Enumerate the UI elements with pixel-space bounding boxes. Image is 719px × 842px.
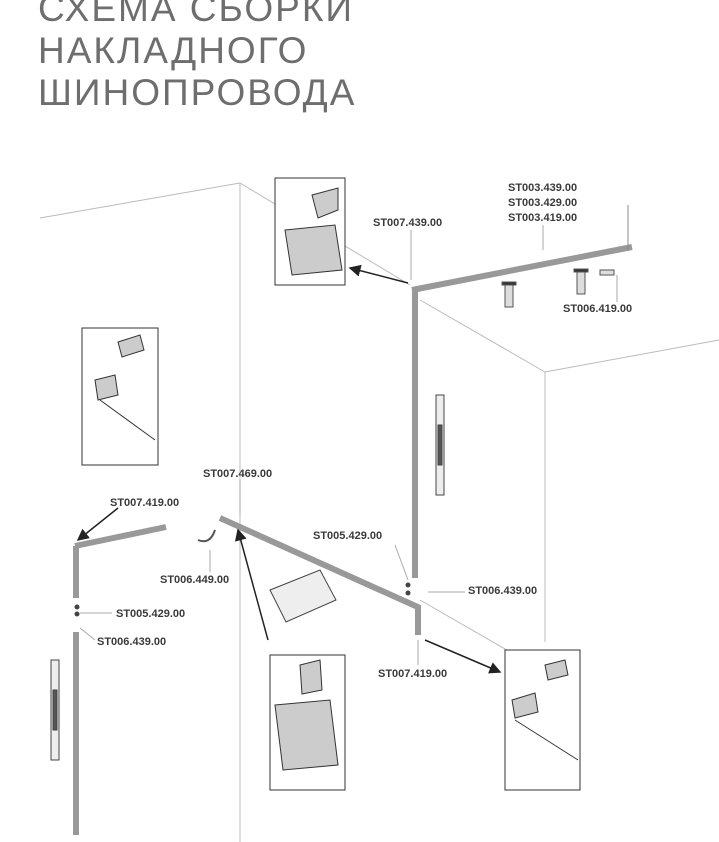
inset-details <box>94 187 579 771</box>
label-st005-429-right: ST005.429.00 <box>313 530 383 542</box>
label-st005-429-left: ST005.429.00 <box>116 608 186 620</box>
label-st007-419-bottom: ST007.419.00 <box>378 668 448 680</box>
title-line-1: СХЕМА СБОРКИ <box>38 0 354 29</box>
inset-right <box>504 649 581 791</box>
track-middle <box>218 515 422 635</box>
label-st003-419: ST003.419.00 <box>508 212 578 224</box>
spotlights <box>501 268 615 308</box>
leader-lines <box>79 225 618 665</box>
arrows <box>76 264 502 674</box>
label-st006-419: ST006.419.00 <box>563 303 633 315</box>
label-st006-439-left: ST006.439.00 <box>97 636 167 648</box>
label-st003-429: ST003.429.00 <box>508 197 578 209</box>
track-top <box>411 205 633 578</box>
connectors <box>74 529 411 617</box>
label-st007-469: ST007.469.00 <box>203 468 273 480</box>
pendant-fixtures <box>50 394 445 761</box>
track-left-corner <box>73 524 167 835</box>
page-title: СХЕМА СБОРКИ НАКЛАДНОГО ШИНОПРОВОДА <box>38 0 356 114</box>
label-st006-439-right: ST006.439.00 <box>468 585 538 597</box>
title-line-3: ШИНОПРОВОДА <box>38 72 357 113</box>
label-st007-419-left: ST007.419.00 <box>110 497 180 509</box>
label-st006-449: ST006.449.00 <box>160 574 230 586</box>
label-st003-439: ST003.439.00 <box>508 182 578 194</box>
title-line-2: НАКЛАДНОГО <box>38 30 309 71</box>
label-st007-439: ST007.439.00 <box>373 217 443 229</box>
